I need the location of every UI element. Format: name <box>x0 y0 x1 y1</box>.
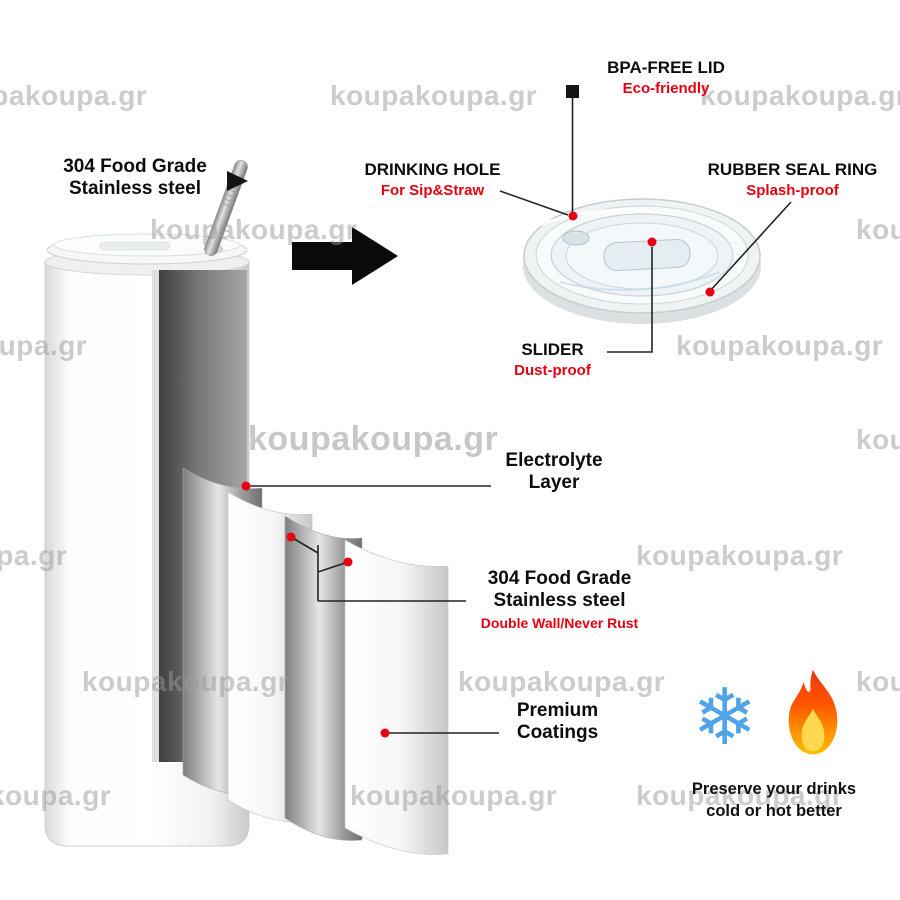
watermark-text: koupakoupa.gr <box>0 330 88 361</box>
callout-line2: Stainless steel <box>493 590 626 612</box>
callout-subtitle: Dust-proof <box>514 362 591 380</box>
callout-line1: 304 Food Grade <box>63 156 207 177</box>
watermark-text: koupakoupa.gr <box>856 424 900 455</box>
watermark-text: koupakoupa.gr <box>856 214 900 245</box>
callout-drinking-hole: DRINKING HOLE For Sip&Straw <box>360 160 505 199</box>
callout-straw-material: 304 Food Grade Stainless steel <box>40 156 230 201</box>
callout-slider: SLIDER Dust-proof <box>500 340 605 379</box>
watermark-text: koupakoupa.gr <box>350 780 558 811</box>
watermark-text: koupakoupa.gr <box>636 780 844 811</box>
lid-tint <box>559 271 721 291</box>
callout-subtitle: Eco-friendly <box>622 80 710 98</box>
lid-top-view <box>523 198 761 324</box>
callout-title: DRINKING HOLE <box>364 160 501 179</box>
tumbler-lid-slot <box>99 241 171 251</box>
watermark-text: koupakoupa.gr <box>856 666 900 697</box>
layer-sheet-coating <box>344 539 449 855</box>
marker-dot-coatings <box>380 728 390 738</box>
transition-arrow <box>292 227 398 285</box>
callout-title: SLIDER <box>521 340 584 359</box>
watermark-text: koupakoupa.gr <box>0 780 112 811</box>
callout-electrolyte-layer: Electrolyte Layer <box>494 450 614 495</box>
watermark-text: koupakoupa.gr <box>150 214 358 245</box>
callout-wall-material: 304 Food Grade Stainless steel Double Wa… <box>462 568 657 631</box>
marker-dot-slider <box>647 237 657 247</box>
lid-slider <box>603 238 691 272</box>
flame-inner <box>801 708 825 752</box>
callout-line1: Electrolyte <box>505 450 603 471</box>
layer-sheet-steel <box>284 515 363 841</box>
callout-bpa-lid: BPA-FREE LID Eco-friendly <box>586 58 746 97</box>
callout-subtitle: Double Wall/Never Rust <box>480 614 639 631</box>
marker-dot-drinking-hole <box>568 211 578 221</box>
callout-line1: 304 Food Grade <box>487 568 632 589</box>
preserve-line1: Preserve your drinks <box>691 780 857 798</box>
callout-line2: Stainless steel <box>68 178 202 200</box>
connector-slider <box>607 247 653 353</box>
marker-dot-electrolyte <box>241 481 251 491</box>
callout-premium-coatings: Premium Coatings <box>500 700 615 745</box>
watermark-text: koupakoupa.gr <box>82 666 290 697</box>
marker-dot-wall-b <box>343 557 353 567</box>
watermark-text: koupakoupa.gr <box>636 540 844 571</box>
callout-line2: Layer <box>528 472 580 494</box>
tumbler-inner-wall <box>152 270 159 762</box>
callout-line2: Coatings <box>516 722 599 744</box>
watermark-text: koupakoupa.gr <box>0 80 148 111</box>
watermark-text: koupakoupa.gr <box>0 540 68 571</box>
watermark-text: koupakoupa.gr <box>248 420 499 458</box>
lid-drinking-hole <box>562 230 590 246</box>
watermark-text: koupakoupa.gr <box>700 80 900 111</box>
straw-arrowhead <box>227 171 248 191</box>
callout-title: BPA-FREE LID <box>607 58 725 77</box>
wall-layers <box>182 467 449 855</box>
preserve-line2: cold or hot better <box>706 802 842 821</box>
connector-wall-b <box>317 561 349 573</box>
flame-icon <box>788 669 838 755</box>
connector-drinking-hole <box>499 190 569 216</box>
callout-subtitle: Splash-proof <box>746 182 839 200</box>
watermark-text: koupakoupa.gr <box>458 666 666 697</box>
watermark-text: koupakoupa.gr <box>676 330 884 361</box>
callout-title: RUBBER SEAL RING <box>707 160 878 179</box>
callout-subtitle: For Sip&Straw <box>380 182 485 200</box>
callout-line1: Premium <box>516 700 599 721</box>
marker-dot-wall-a <box>286 532 296 542</box>
connector-wall-a <box>290 536 319 554</box>
snowflake-icon: ❄ <box>692 673 758 761</box>
lid-highlight <box>539 208 661 227</box>
marker-dot-rubber-seal <box>705 287 715 297</box>
connector-rubber-seal <box>709 201 792 292</box>
callout-rubber-seal-ring: RUBBER SEAL RING Splash-proof <box>695 160 890 199</box>
bpa-square-marker <box>566 85 579 98</box>
preserve-text: Preserve your drinks cold or hot better <box>664 778 884 823</box>
watermark-text: koupakoupa.gr <box>330 80 538 111</box>
